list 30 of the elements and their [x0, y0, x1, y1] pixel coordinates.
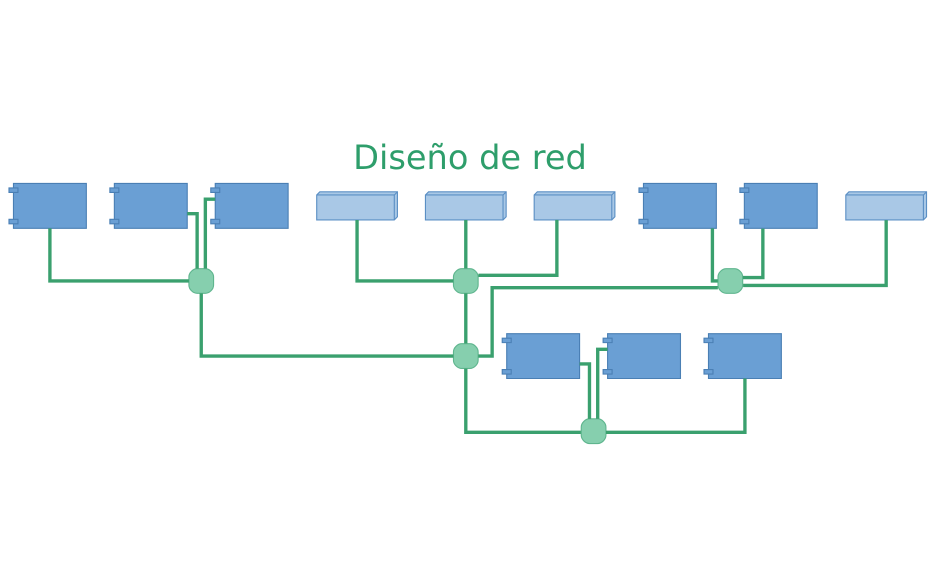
connector [48, 228, 189, 282]
connector [464, 368, 581, 434]
node-machine [502, 332, 580, 379]
connector [743, 220, 888, 287]
node-box [580, 418, 606, 444]
node-machine [210, 182, 289, 228]
connector [200, 292, 454, 358]
diagram-title: Diseño de red [353, 137, 587, 176]
connector [580, 362, 592, 418]
connector [204, 196, 216, 268]
connector [464, 220, 468, 268]
node-box [452, 268, 479, 294]
connector [478, 219, 559, 277]
node-machine [8, 182, 87, 228]
connector [596, 347, 608, 418]
connector [478, 286, 718, 358]
connector [464, 292, 468, 343]
node-box [188, 268, 214, 294]
node-machine [638, 182, 717, 228]
connector [742, 228, 765, 279]
connector [710, 228, 718, 282]
node-machine [739, 182, 818, 228]
node-box [452, 342, 479, 368]
connector [187, 212, 199, 268]
node-box [717, 268, 744, 294]
node-machine [109, 182, 188, 228]
connector [606, 378, 747, 434]
node-machine [703, 332, 782, 379]
node-machine [602, 332, 682, 379]
connector [355, 220, 454, 282]
